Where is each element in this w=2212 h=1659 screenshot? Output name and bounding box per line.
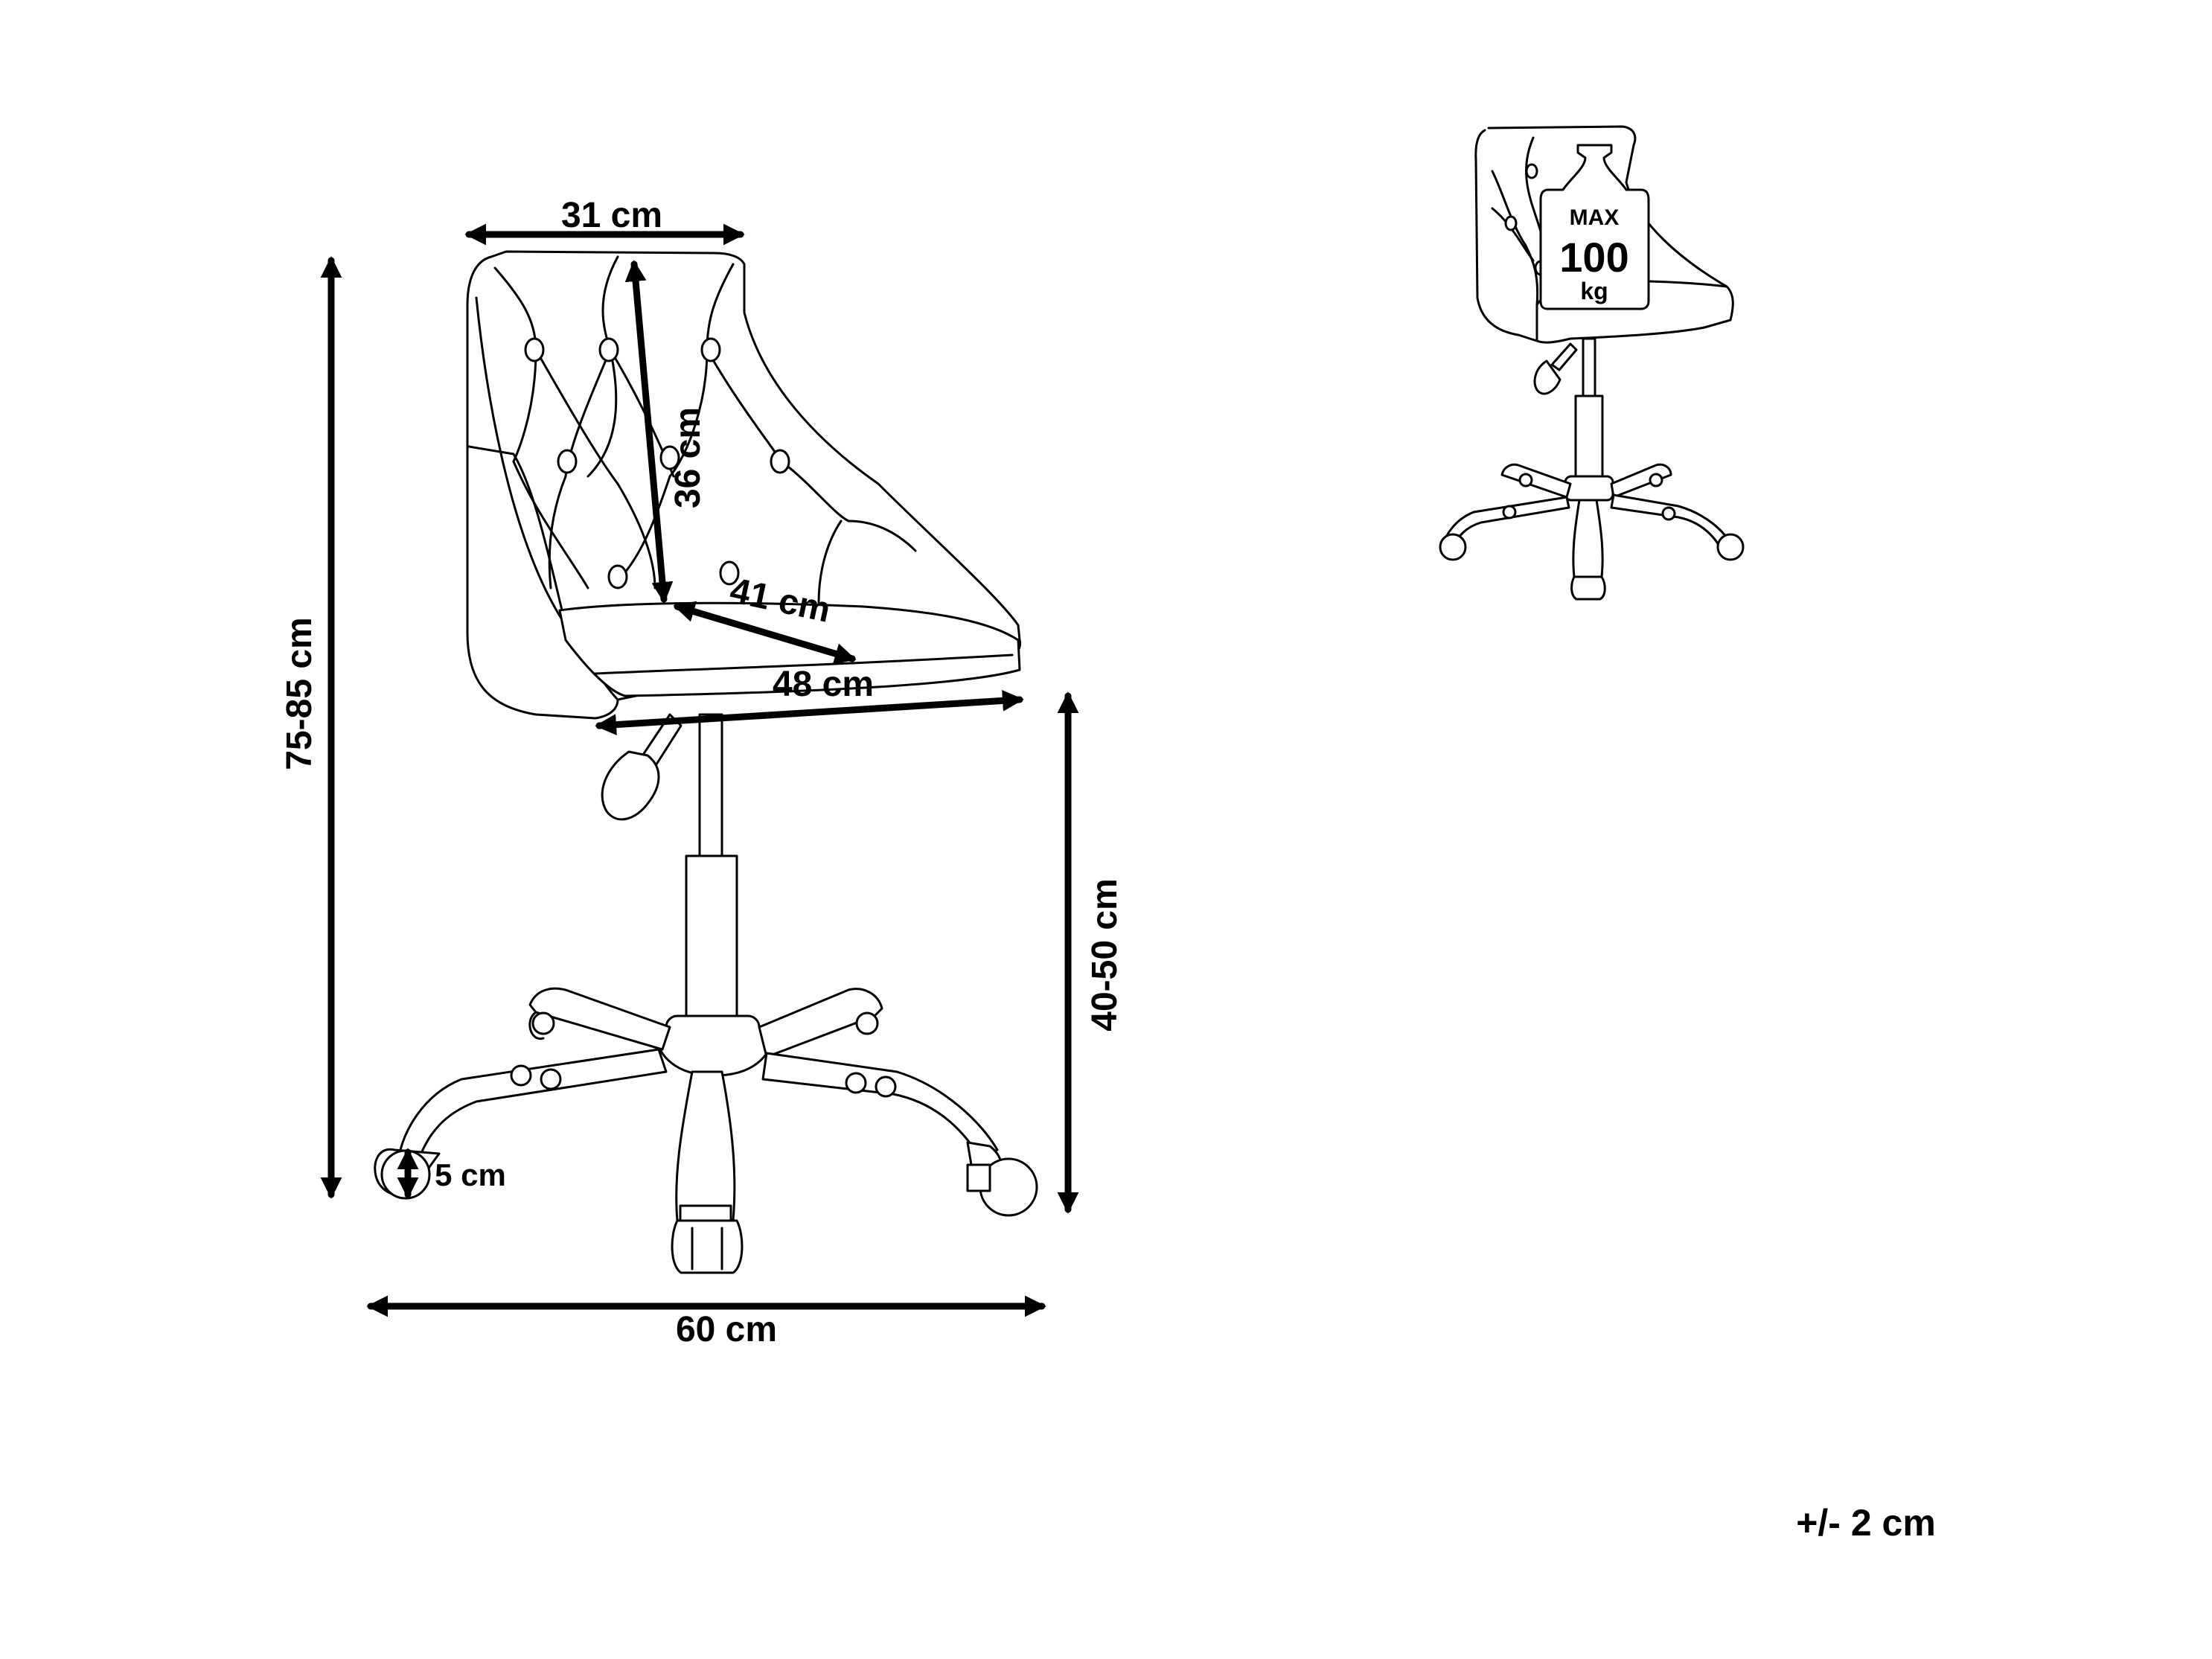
- label-total-height: 75-85 cm: [280, 617, 319, 770]
- weight-capacity-illustration: MAX 100 kg: [1439, 125, 1745, 601]
- weight-badge-max: MAX: [1570, 205, 1620, 230]
- weight-badge-value: 100: [1559, 234, 1628, 281]
- label-base-width: 60 cm: [676, 1310, 777, 1349]
- main-chair-illustration: [374, 250, 1038, 1274]
- weight-badge-unit: kg: [1580, 278, 1608, 304]
- arrow-seat-depth: [673, 601, 857, 665]
- arrow-backrest-height: [624, 260, 674, 604]
- label-seat-width: 48 cm: [773, 665, 874, 704]
- arrow-seat-width: [595, 690, 1024, 735]
- label-backrest-width: 31 cm: [561, 196, 662, 235]
- label-wheel-height: 5 cm: [435, 1157, 506, 1192]
- weight-bottle-icon: [1539, 144, 1650, 310]
- dimension-arrows: [320, 223, 1079, 1317]
- label-seat-height: 40-50 cm: [1085, 878, 1125, 1031]
- tolerance-note: +/- 2 cm: [1796, 1502, 1936, 1544]
- label-backrest-height: 36 cm: [668, 407, 708, 508]
